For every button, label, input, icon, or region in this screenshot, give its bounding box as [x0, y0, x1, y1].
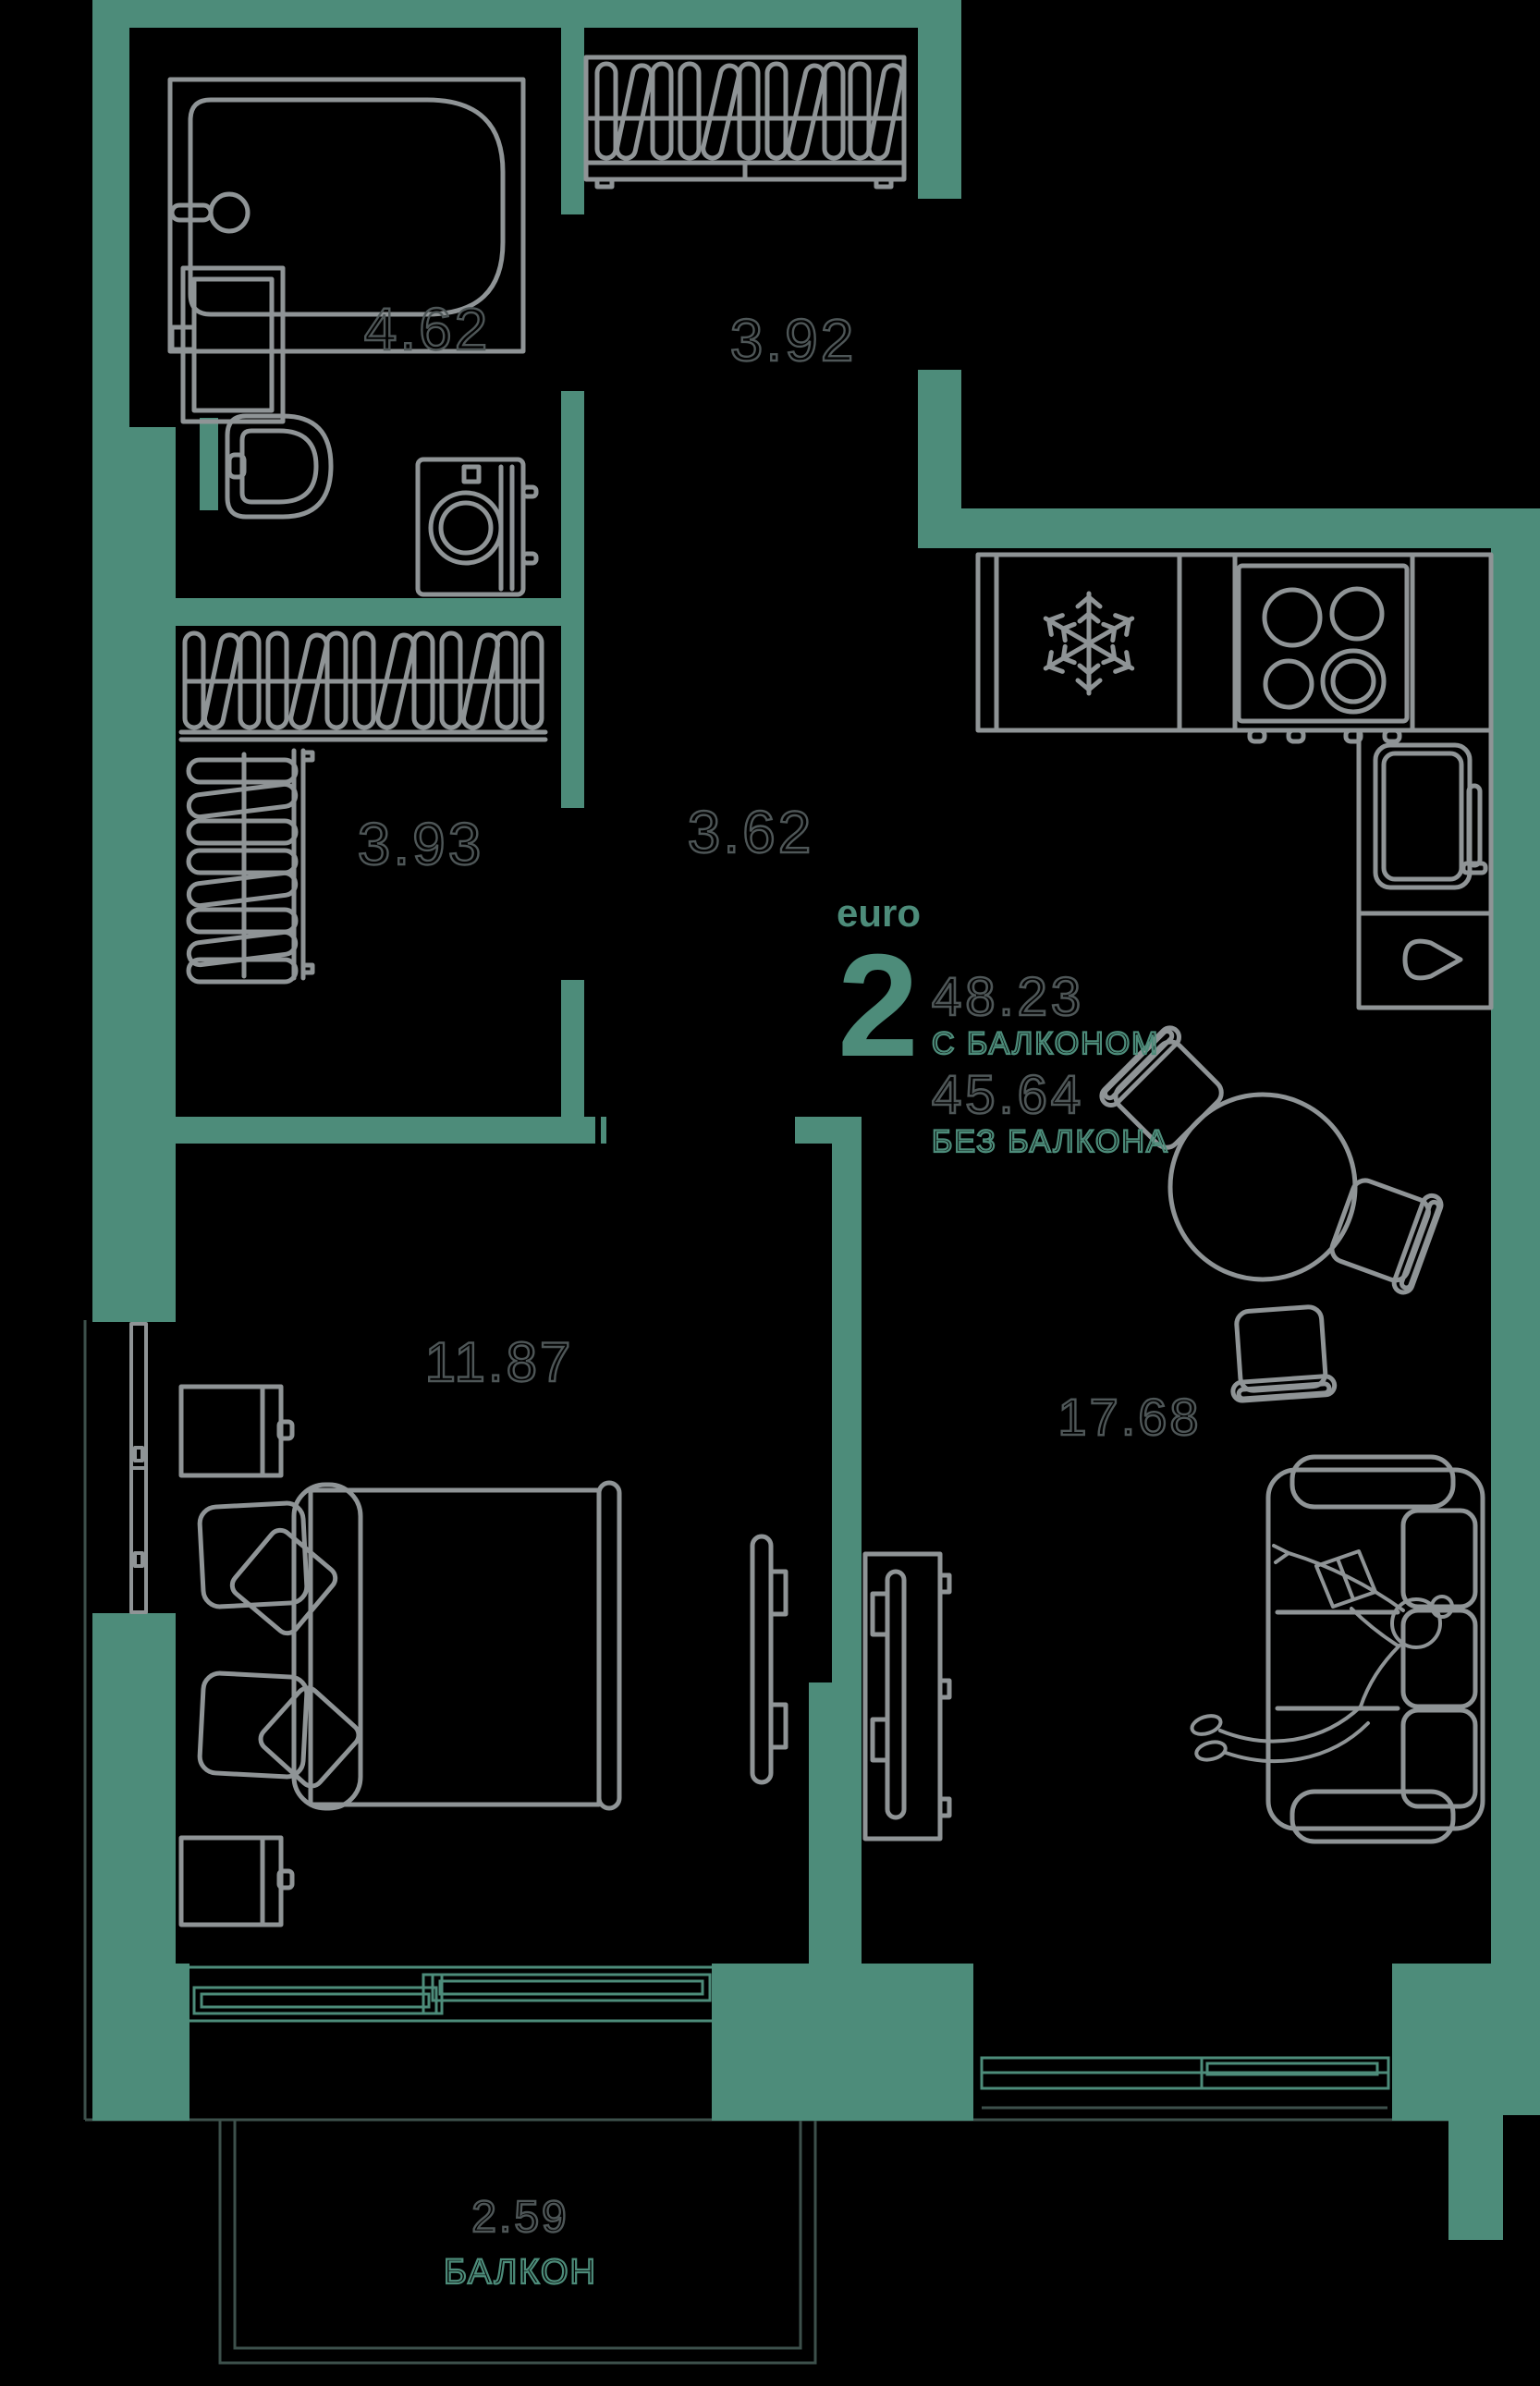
pillow-icon — [197, 1500, 310, 1609]
nightstand-icon — [178, 1835, 295, 1927]
pillow-icon — [229, 1527, 338, 1636]
with-balcony-caption: С БАЛКОНОМ — [932, 1026, 1160, 1061]
bathroom-area-label: 4.62 — [364, 296, 491, 362]
bedroom-area-label: 11.87 — [425, 1331, 574, 1393]
living-area-label: 17.68 — [1057, 1388, 1201, 1446]
no-balcony-caption: БЕЗ БАЛКОНА — [932, 1124, 1169, 1159]
kitchen-cabinet-handle-icon — [1402, 938, 1463, 981]
kitchen-counter-icon — [975, 552, 1494, 744]
stove-icon — [1236, 563, 1410, 724]
bathtub-icon — [167, 77, 526, 354]
entry-wardrobe-icon — [583, 55, 907, 190]
closet-hanger-rack-icon — [178, 633, 548, 742]
exterior-facade-lines — [83, 1320, 1503, 2365]
tv-icon — [750, 1534, 788, 1785]
apartment-type-badge: euro 2 48.23 С БАЛКОНОМ 45.64 БЕЗ БАЛКОН… — [837, 891, 1169, 1160]
kitchen-sink-icon — [1356, 728, 1494, 1010]
entry-hall-area-label: 3.92 — [730, 307, 857, 373]
closet-shelf-rack-icon — [188, 748, 315, 982]
pillow-icon — [258, 1685, 361, 1789]
toilet-icon — [225, 413, 334, 520]
fridge-snowflake-icon — [1040, 593, 1138, 693]
nightstand-icon — [178, 1384, 295, 1478]
area-no-balcony-value: 45.64 — [932, 1065, 1084, 1125]
balcony-name-label: БАЛКОН — [444, 2253, 597, 2292]
pillow-icon — [197, 1670, 310, 1780]
bedroom-window-icon — [129, 1322, 148, 1614]
balcony-area-label: 2.59 — [471, 2193, 568, 2242]
area-with-balcony-value: 48.23 — [932, 967, 1084, 1027]
balcony-outline — [218, 2120, 817, 2365]
hallway-area-label: 3.62 — [688, 799, 814, 865]
bed-icon — [197, 1480, 622, 1811]
balcony-door-icon — [189, 1965, 712, 2023]
type-rooms-label: 2 — [837, 924, 919, 1087]
walls — [92, 0, 1540, 2240]
closet-area-label: 3.93 — [358, 811, 484, 877]
room-area-labels: 4.62 3.92 3.93 3.62 11.87 17.68 2.59 БАЛ… — [357, 295, 1201, 2293]
tv-console-icon — [862, 1551, 952, 1842]
sofa-icon — [1265, 1454, 1485, 1844]
dining-chair-icon — [1228, 1305, 1335, 1401]
living-window-icon — [980, 2056, 1390, 2090]
person-reading-icon — [1190, 1544, 1454, 1763]
washing-machine-icon — [415, 457, 539, 597]
type-kind-label: euro — [837, 891, 921, 935]
tv-icon — [885, 1569, 907, 1820]
